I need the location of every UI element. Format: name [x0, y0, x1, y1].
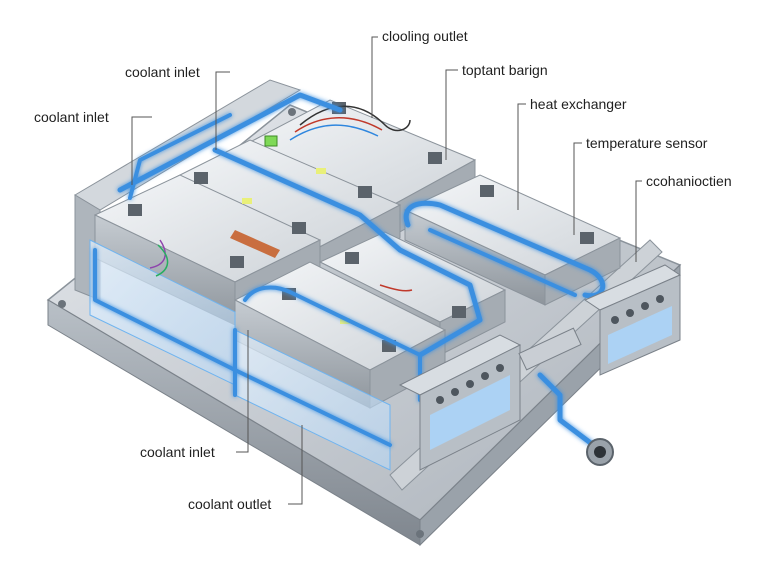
busbar — [230, 230, 280, 258]
label-heat-exchanger: heat exchanger — [530, 96, 627, 112]
label-coolant-inlet-left: coolant inlet — [34, 109, 109, 125]
coolant-manifold — [398, 264, 682, 471]
label-coolant-outlet: coolant outlet — [188, 496, 272, 512]
label-coolant-inlet-lower: coolant inlet — [140, 444, 215, 460]
label-cooling-outlet: clooling outlet — [382, 28, 468, 44]
label-coolant-inlet-upper: coolant inlet — [125, 64, 200, 80]
label-temperature-sensor: temperature sensor — [586, 135, 708, 151]
label-ccohaniocten: ccohanioctien — [646, 173, 732, 189]
coolant-tubes — [93, 92, 605, 453]
label-toptant-barign: toptant barign — [462, 62, 548, 78]
leader-lines — [131, 36, 642, 505]
wiring-harness — [149, 105, 413, 292]
coolant-outlet-fitting — [518, 327, 614, 466]
